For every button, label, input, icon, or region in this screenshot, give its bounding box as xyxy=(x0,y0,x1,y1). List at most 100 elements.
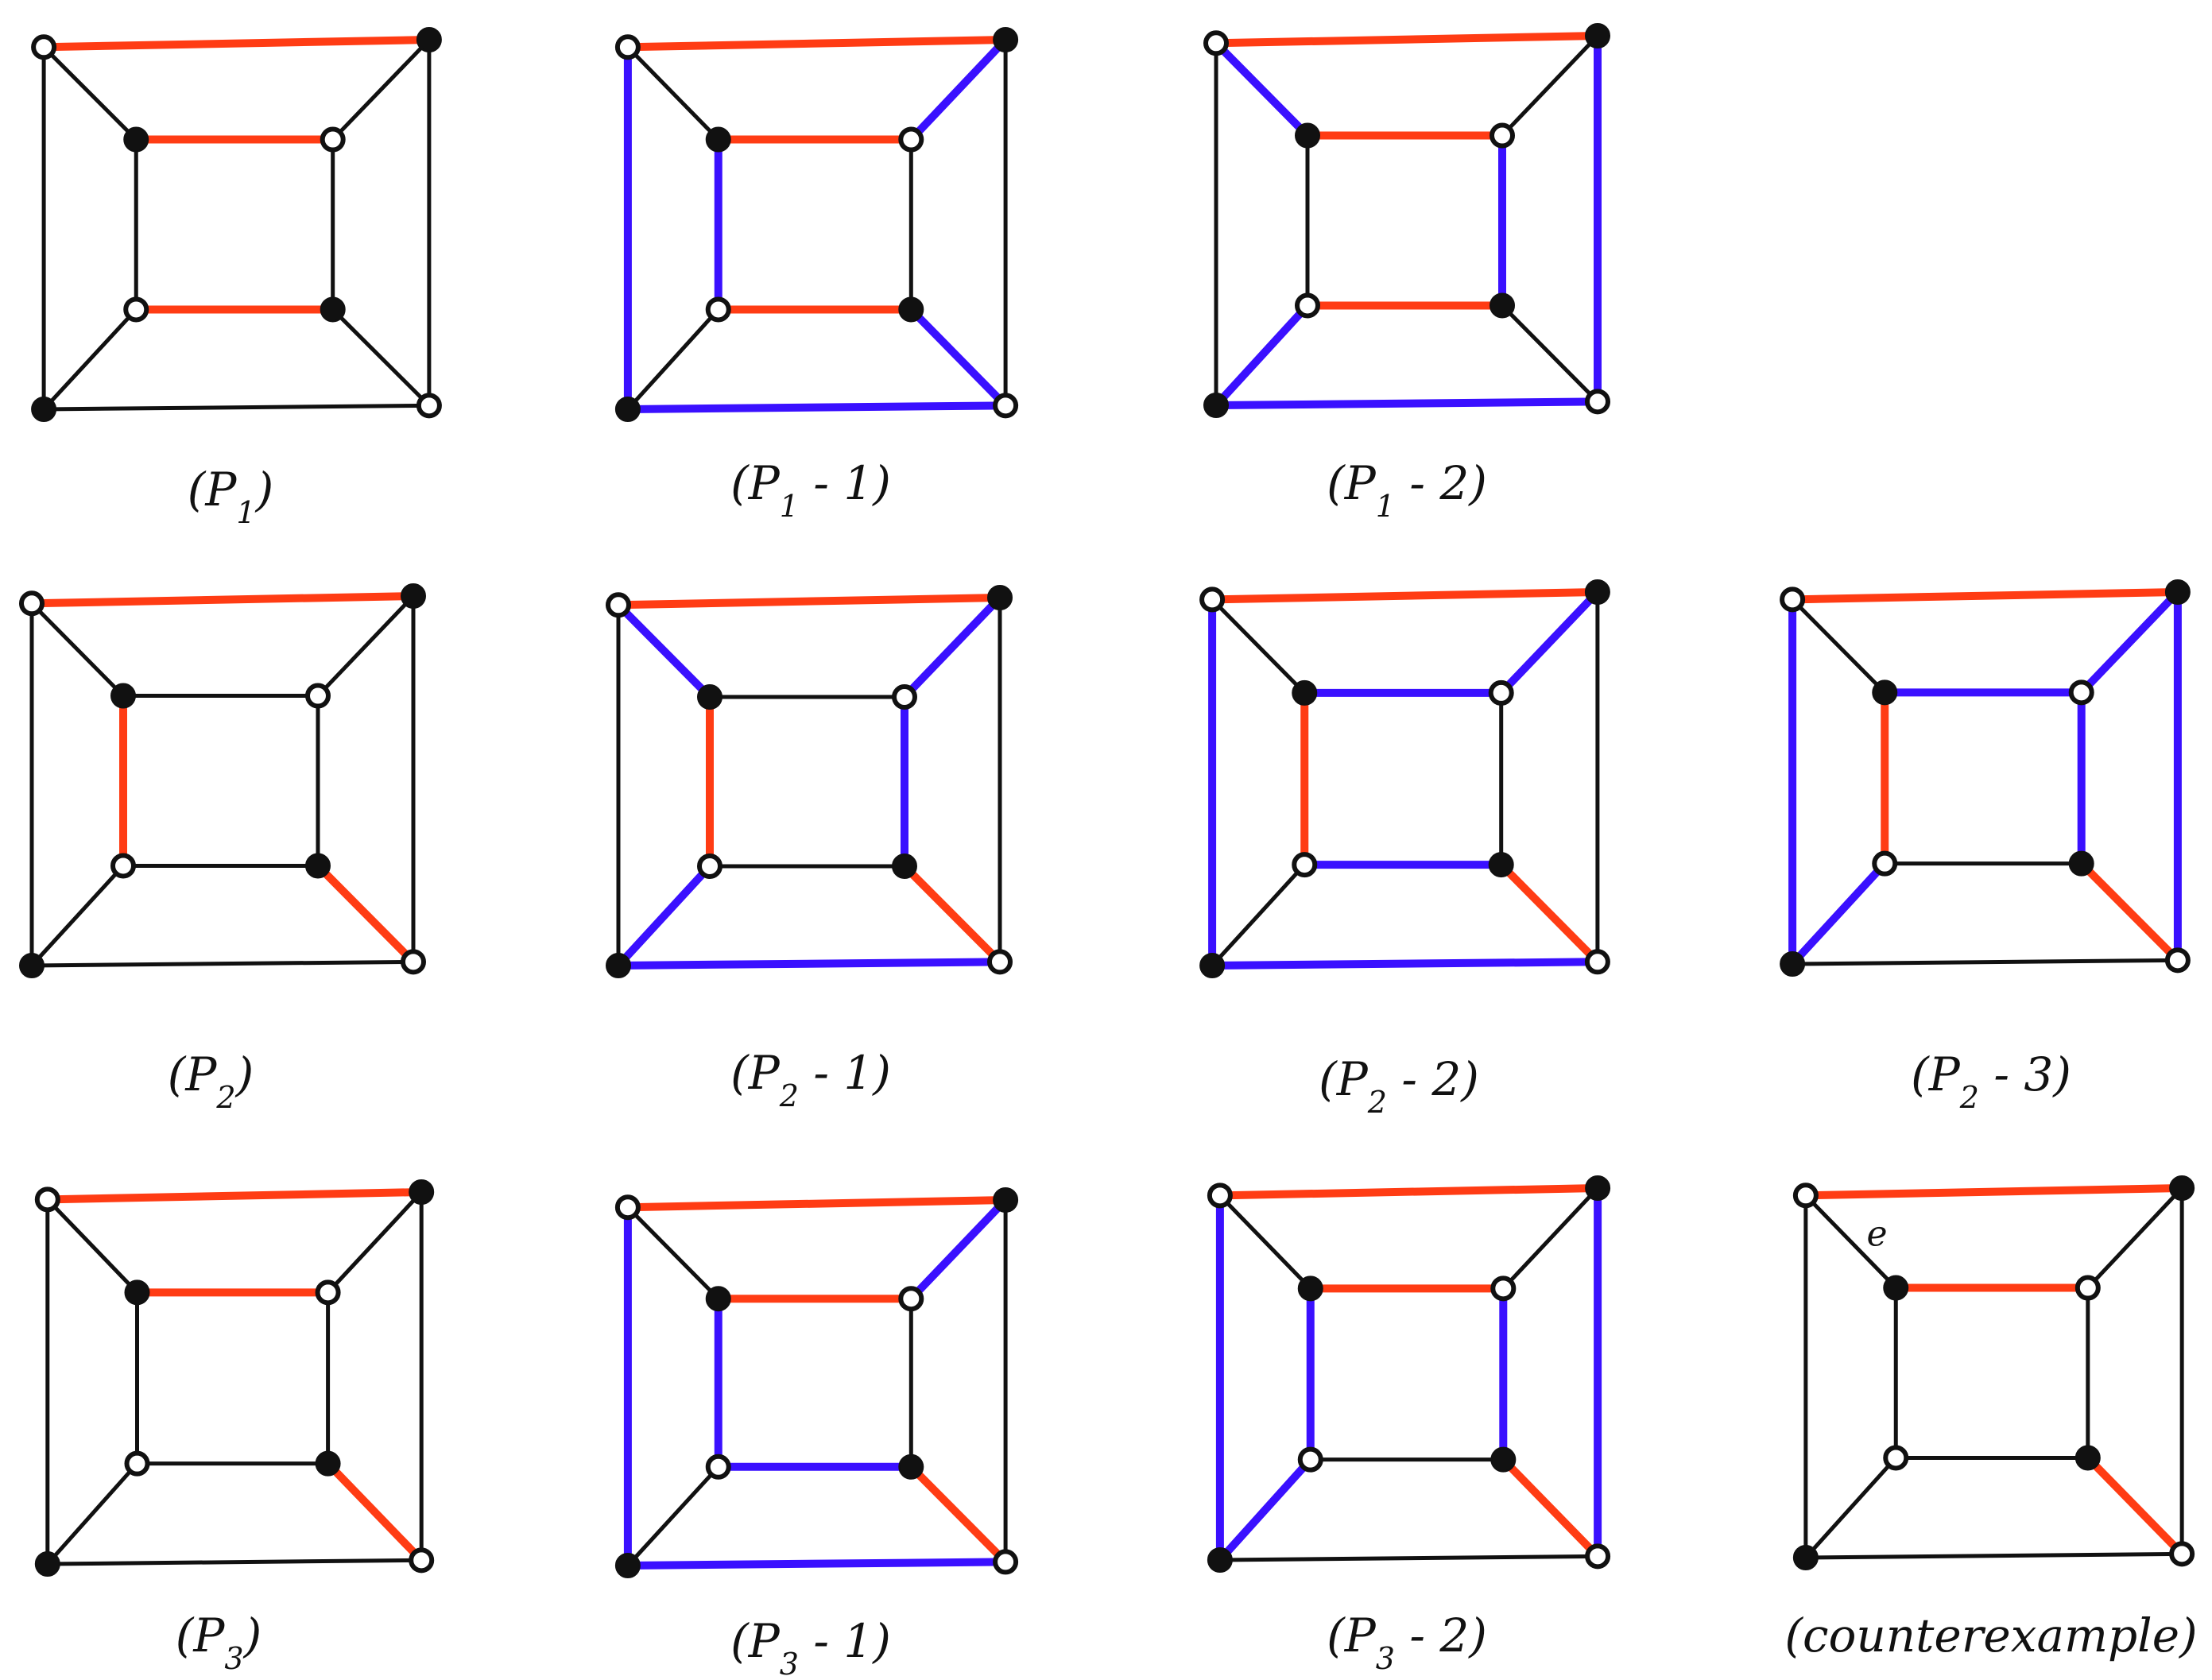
vertex-inner-bottom-right-filled xyxy=(2074,1445,2101,1471)
edge-spoke-top-left-black xyxy=(41,45,138,142)
edge-spoke-bottom-left-black xyxy=(41,307,138,412)
caption-subscript: 1 xyxy=(1376,489,1395,524)
edge-spoke-top-right-black xyxy=(326,1190,424,1295)
edge-spoke-bottom-left-blue xyxy=(1212,301,1311,409)
panel-p2-1: (P2 - 1) xyxy=(606,585,1013,1113)
edge-outer-top-red xyxy=(1788,588,2182,604)
caption-p2-3: (P2 - 3) xyxy=(1911,1047,2071,1115)
vertex-outer-top-left-hollow xyxy=(34,1186,60,1213)
caption-suffix: ) xyxy=(242,1608,262,1663)
vertex-outer-bottom-left-filled xyxy=(19,953,45,978)
caption-subscript: 3 xyxy=(780,1647,799,1680)
edge-spoke-bottom-right-red xyxy=(1499,1455,1602,1561)
edge-spoke-top-right-black xyxy=(1500,33,1600,138)
edge-spoke-top-left-blue xyxy=(614,601,714,702)
vertex-outer-top-right-filled xyxy=(409,1179,435,1205)
vertex-inner-bottom-left-hollow xyxy=(1297,1446,1323,1473)
caption-p2-2: (P2 - 2) xyxy=(1319,1052,1479,1120)
vertex-outer-bottom-left-filled xyxy=(614,1553,641,1578)
vertex-outer-bottom-right-hollow xyxy=(1585,1543,1611,1570)
edge-spoke-bottom-right-black xyxy=(331,307,432,408)
vertex-outer-top-right-filled xyxy=(1585,23,1610,48)
edge-spoke-top-left-blue xyxy=(1212,39,1311,140)
vertex-outer-bottom-right-hollow xyxy=(1584,949,1610,975)
vertex-inner-bottom-left-hollow xyxy=(123,296,149,323)
caption-p2-1: (P2 - 1) xyxy=(730,1046,891,1113)
edge-spoke-bottom-left-blue xyxy=(1788,859,1889,968)
edge-outer-top-red xyxy=(623,1196,1010,1212)
caption-subscript: 2 xyxy=(1367,1085,1387,1120)
edge-spoke-top-right-blue xyxy=(1497,588,1602,697)
caption-text: (P xyxy=(1327,456,1377,510)
edge-outer-bottom-black xyxy=(41,403,432,412)
edge-spoke-top-left-black xyxy=(1803,1193,1898,1291)
edge-outer-top-red xyxy=(43,1188,426,1204)
vertex-outer-bottom-left-filled xyxy=(1203,393,1229,418)
panel-p3: (P3) xyxy=(34,1179,435,1676)
edge-outer-bottom-black xyxy=(1790,958,2180,966)
edge-spoke-top-left-black xyxy=(626,1205,721,1301)
panel-p3-1: (P3 - 1) xyxy=(614,1187,1019,1680)
edge-outer-top-red xyxy=(1212,32,1602,48)
caption-text: (counterexample) xyxy=(1784,1608,2197,1663)
caption-subscript: 3 xyxy=(224,1641,243,1676)
edge-spoke-top-left-black xyxy=(29,601,126,699)
vertex-outer-bottom-right-hollow xyxy=(409,1547,435,1574)
vertex-inner-bottom-left-hollow xyxy=(124,1450,150,1477)
edge-outer-bottom-black xyxy=(29,959,416,968)
caption-subscript: 2 xyxy=(1959,1080,1979,1115)
vertex-outer-bottom-left-filled xyxy=(1199,953,1226,978)
edge-spoke-bottom-right-red xyxy=(901,861,1004,966)
vertex-inner-bottom-left-hollow xyxy=(1872,850,1898,877)
caption-text: (P xyxy=(1319,1052,1369,1106)
vertex-inner-top-left-filled xyxy=(1297,1275,1323,1302)
edge-spoke-bottom-left-black xyxy=(1210,862,1307,968)
edge-spoke-bottom-right-red xyxy=(2077,859,2182,965)
vertex-inner-top-left-filled xyxy=(705,1286,731,1312)
edge-outer-bottom-black xyxy=(1218,1554,1600,1562)
caption-suffix: - 1) xyxy=(799,456,891,510)
caption-suffix: - 1) xyxy=(799,1046,891,1100)
vertex-outer-bottom-left-filled xyxy=(614,397,641,422)
vertex-inner-bottom-left-hollow xyxy=(697,853,722,879)
vertex-inner-bottom-right-filled xyxy=(898,296,924,323)
vertex-inner-top-right-hollow xyxy=(898,126,924,153)
edge-spoke-bottom-right-red xyxy=(1497,861,1602,966)
edge-spoke-top-right-blue xyxy=(907,1196,1010,1303)
vertex-outer-top-right-filled xyxy=(2164,579,2191,605)
edge-spoke-bottom-right-blue xyxy=(907,305,1010,410)
panel-p1-1: (P1 - 1) xyxy=(614,27,1019,524)
panel-p2: (P2) xyxy=(19,583,426,1115)
vertex-inner-bottom-left-hollow xyxy=(705,1454,731,1480)
caption-p1-1: (P1 - 1) xyxy=(730,456,891,524)
caption-text: (P xyxy=(730,1046,781,1100)
edge-spoke-top-right-blue xyxy=(907,36,1010,144)
vertex-inner-bottom-right-filled xyxy=(320,296,346,323)
vertex-inner-top-right-hollow xyxy=(1490,1275,1517,1302)
edge-outer-top-red xyxy=(1215,1184,1602,1200)
vertex-inner-top-right-hollow xyxy=(320,126,346,153)
caption-p1: (P1) xyxy=(188,463,273,530)
edge-spoke-top-left-black xyxy=(1790,597,1887,695)
vertex-outer-bottom-right-hollow xyxy=(2169,1541,2195,1567)
vertex-inner-top-left-filled xyxy=(1292,679,1318,706)
vertex-inner-bottom-left-hollow xyxy=(1883,1445,1909,1471)
vertex-outer-bottom-right-hollow xyxy=(1585,389,1610,415)
edge-spoke-bottom-left-black xyxy=(626,1465,721,1568)
caption-subscript: 2 xyxy=(215,1080,235,1115)
vertex-outer-bottom-right-hollow xyxy=(416,393,442,419)
caption-p2: (P2) xyxy=(168,1047,254,1115)
caption-text: (P xyxy=(188,463,238,517)
vertex-outer-bottom-left-filled xyxy=(31,397,57,422)
vertex-inner-bottom-right-filled xyxy=(305,853,331,879)
caption-text: (P xyxy=(1911,1047,1961,1101)
edge-label-e: e xyxy=(1867,1214,1888,1254)
edge-outer-top-red xyxy=(623,36,1010,52)
edge-outer-top-red xyxy=(40,36,433,52)
caption-subscript: 1 xyxy=(236,495,255,530)
vertex-inner-bottom-left-hollow xyxy=(1292,852,1318,878)
panels-layer: (P1)(P1 - 1)(P1 - 2)(P2)(P2 - 1)(P2 - 2)… xyxy=(19,23,2198,1680)
vertex-outer-bottom-left-filled xyxy=(34,1551,60,1577)
caption-suffix: - 3) xyxy=(1979,1047,2071,1101)
